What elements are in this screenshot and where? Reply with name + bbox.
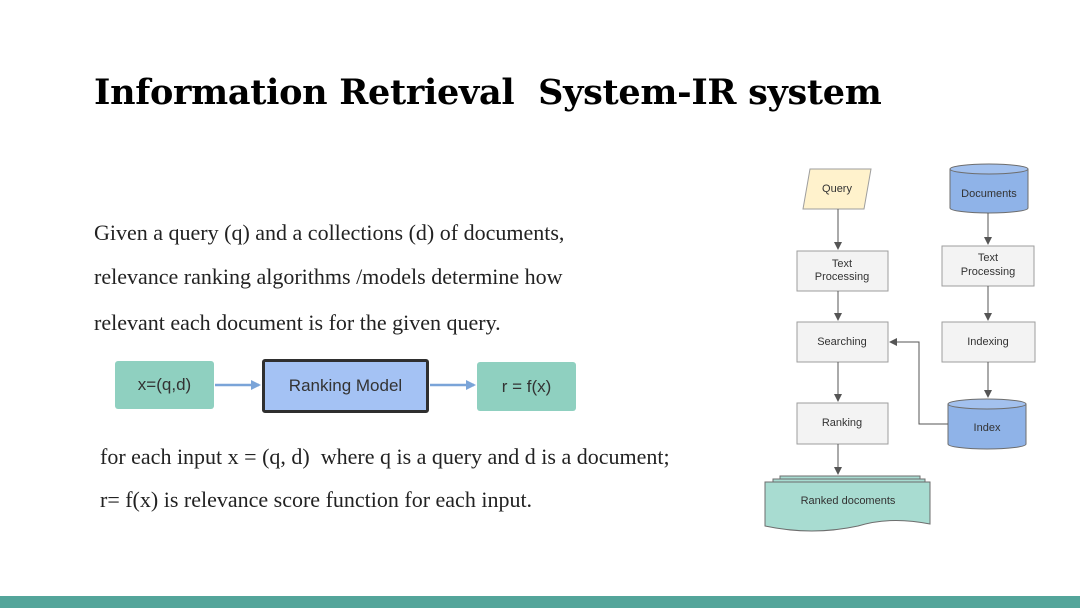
query-node	[802, 168, 872, 210]
text-processing-left-node	[796, 250, 889, 292]
index-label: Index	[974, 422, 1001, 434]
edge-index-to-searching	[889, 338, 948, 425]
input-label: x=(q,d)	[137, 375, 192, 394]
input-box: x=(q,d)	[115, 361, 214, 409]
ranked-documents-node	[764, 475, 931, 532]
searching-node	[796, 321, 889, 363]
text-processing-right-label-1: Text	[978, 252, 998, 264]
output-box: r = f(x)	[477, 362, 576, 411]
searching-label: Searching	[817, 336, 867, 348]
text-processing-left-label-2: Processing	[815, 271, 869, 283]
ranking-node	[796, 402, 889, 445]
output-label: r = f(x)	[501, 376, 552, 396]
query-label: Query	[822, 183, 852, 195]
documents-label: Documents	[961, 188, 1017, 200]
ranking-model-label: Ranking Model	[288, 376, 403, 395]
ranking-label: Ranking	[822, 417, 862, 429]
intro-line-1: Given a query (q) and a collections (d) …	[94, 220, 565, 245]
intro-line-2: relevance ranking algorithms /models det…	[94, 264, 563, 289]
text-processing-right-label-2: Processing	[961, 266, 1015, 278]
explain-line-2: r= f(x) is relevance score function for …	[100, 487, 533, 512]
indexing-label: Indexing	[967, 336, 1009, 348]
slide-title: Information Retrieval System-IR system	[94, 72, 882, 113]
explain-line-1: for each input x = (q, d) where q is a q…	[100, 444, 670, 469]
ranked-documents-label: Ranked docoments	[801, 495, 896, 507]
text-processing-left-label-1: Text	[832, 258, 852, 270]
text-processing-right-node	[941, 245, 1035, 287]
documents-node	[949, 163, 1029, 214]
ranking-model-box: Ranking Model	[262, 359, 429, 413]
bottom-accent-bar	[0, 596, 1080, 608]
index-node	[947, 398, 1027, 450]
intro-line-3: relevant each document is for the given …	[94, 310, 501, 335]
